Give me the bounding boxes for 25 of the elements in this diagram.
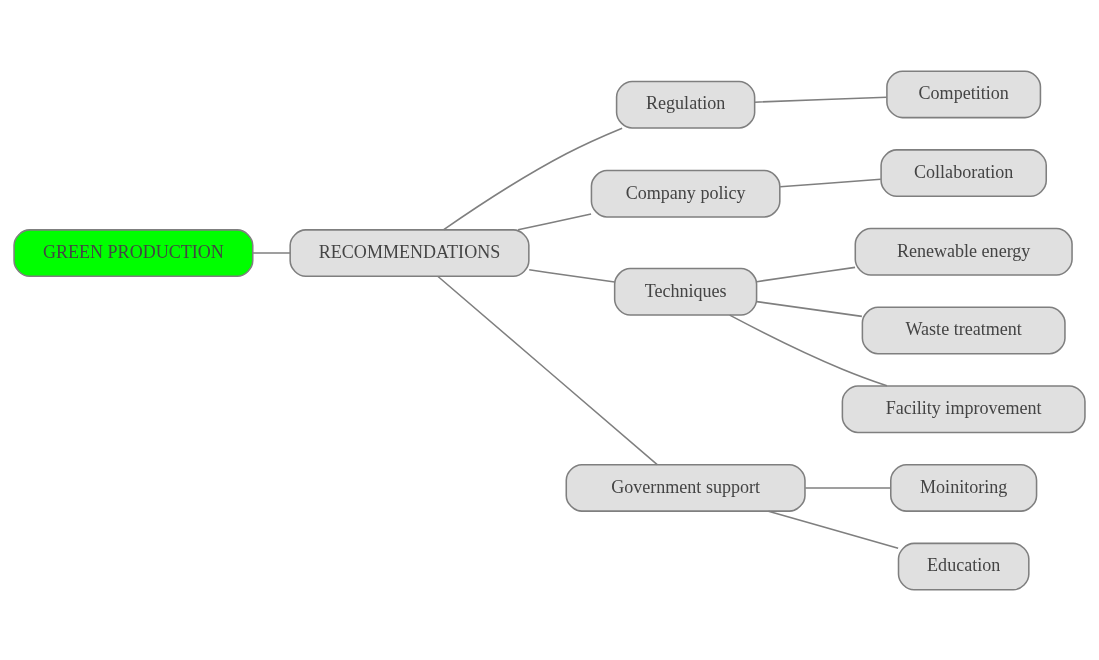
- node-box: Collaboration: [880, 148, 1047, 197]
- node-box: Competition: [886, 69, 1042, 118]
- node-box: RECOMMENDATIONS: [289, 228, 530, 277]
- node-box: GREEN PRODUCTION: [13, 228, 254, 277]
- connector: [728, 313, 888, 387]
- connector: [442, 126, 623, 230]
- connector: [517, 212, 592, 231]
- node-box: Company policy: [590, 169, 781, 218]
- node-box: Government support: [565, 463, 806, 512]
- node-box: Techniques: [613, 267, 758, 316]
- node-box: Facility improvement: [841, 384, 1086, 433]
- connector: [252, 251, 291, 254]
- connector: [756, 266, 856, 282]
- node-box: Education: [897, 542, 1030, 591]
- node-box: Waste treatment: [861, 306, 1066, 354]
- connector: [437, 275, 658, 465]
- node-box: Moinitoring: [890, 463, 1038, 512]
- connector: [804, 486, 892, 489]
- connector: [767, 509, 899, 549]
- node-box: Renewable energy: [854, 227, 1073, 276]
- node-box: Regulation: [615, 80, 756, 129]
- connector: [779, 177, 882, 187]
- connector: [756, 300, 863, 317]
- connector: [753, 95, 888, 103]
- connector: [528, 268, 616, 283]
